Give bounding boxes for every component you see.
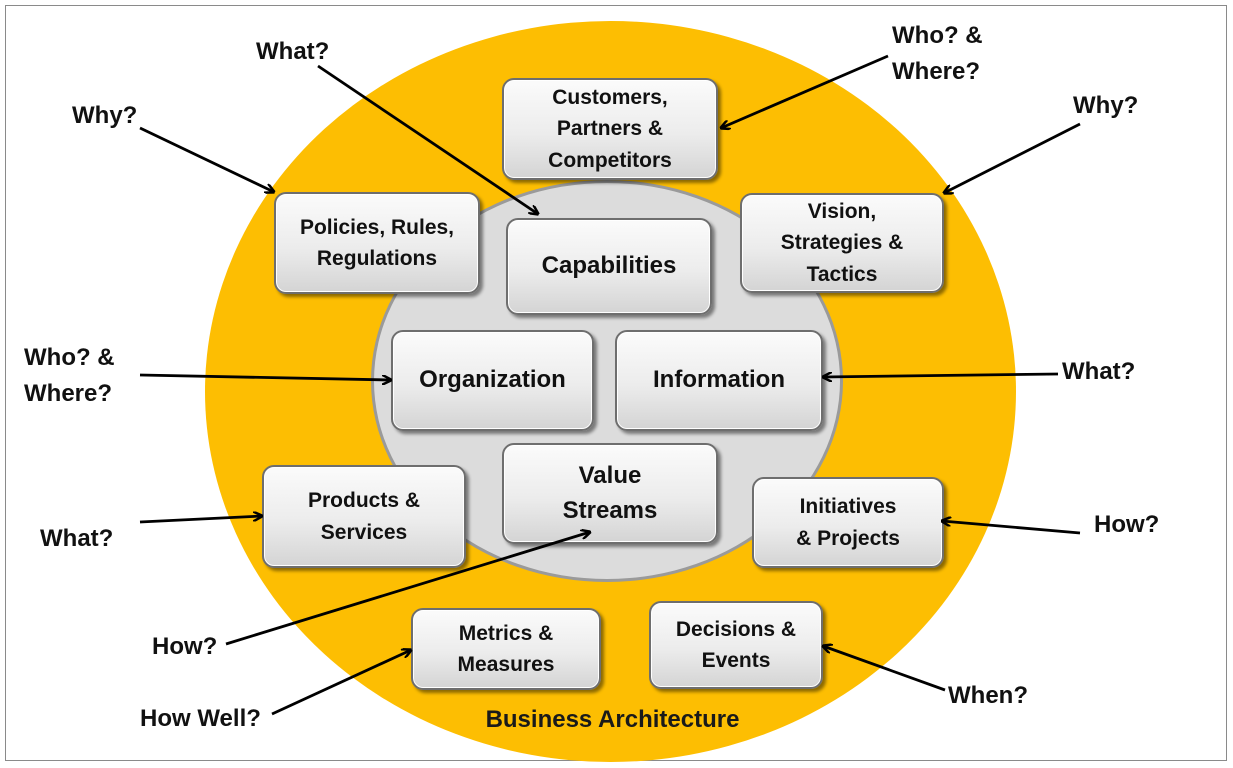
diagram-title: Business Architecture: [485, 706, 740, 733]
question-who-where-top: Who? & Where?: [892, 22, 983, 85]
box-label: Vision, Strategies & Tactics: [780, 199, 904, 286]
box-label: Initiatives & Projects: [796, 495, 900, 550]
question-why-right: Why?: [1073, 92, 1139, 119]
box-capabilities: Capabilities: [506, 218, 712, 315]
question-what-right: What?: [1062, 358, 1136, 385]
box-metrics-measures: Metrics & Measures: [411, 608, 601, 690]
box-value-streams: Value Streams: [502, 443, 718, 544]
box-label: Value Streams: [562, 461, 658, 524]
question-how-well: How Well?: [140, 705, 261, 732]
box-label: Decisions & Events: [675, 617, 797, 673]
box-vision-strategies-tactics: Vision, Strategies & Tactics: [740, 193, 944, 293]
box-label: Organization: [419, 366, 566, 394]
box-initiatives-projects: Initiatives & Projects: [752, 477, 944, 568]
box-label: Policies, Rules, Regulations: [299, 215, 455, 271]
question-what-left: What?: [40, 525, 114, 552]
question-when: When?: [948, 682, 1028, 709]
box-label: Customers, Partners & Competitors: [548, 85, 672, 172]
question-how-left: How?: [152, 633, 218, 660]
box-organization: Organization: [391, 330, 594, 431]
box-information: Information: [615, 330, 823, 431]
box-label: Metrics & Measures: [457, 621, 555, 677]
question-who-where-left: Who? & Where?: [24, 344, 115, 407]
question-what-top: What?: [256, 38, 330, 65]
box-label: Products & Services: [307, 489, 420, 544]
box-products-services: Products & Services: [262, 465, 466, 568]
box-policies-rules-regulations: Policies, Rules, Regulations: [274, 192, 480, 294]
box-customers-partners-competitors: Customers, Partners & Competitors: [502, 78, 718, 180]
question-how-right: How?: [1094, 511, 1160, 538]
question-why-left: Why?: [72, 102, 138, 129]
box-label: Capabilities: [541, 252, 677, 280]
box-label: Information: [653, 366, 785, 394]
box-decisions-events: Decisions & Events: [649, 601, 823, 689]
